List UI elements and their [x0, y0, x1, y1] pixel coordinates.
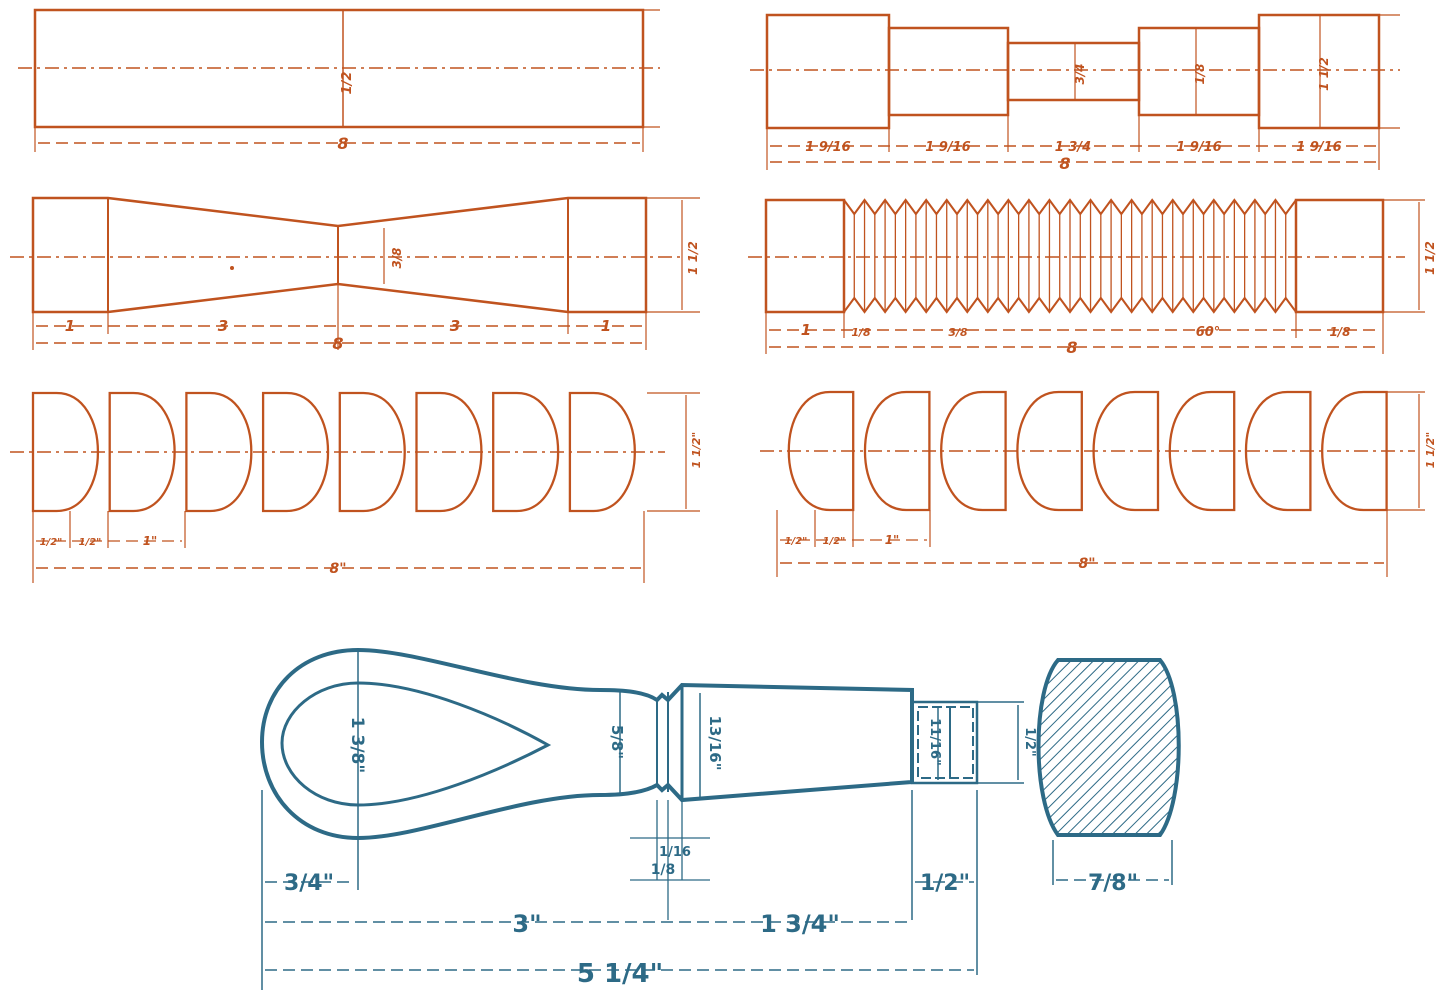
bead	[338, 391, 406, 513]
handle-end-label: 1/2"	[1022, 727, 1037, 757]
piece-stepped: 1 9/16 1 9/16 1 3/4 1 9/16 1 9/16 8 3/4 …	[750, 13, 1400, 173]
cross-section	[1036, 658, 1181, 837]
p2-seg4-label: 1 9/16	[1176, 140, 1221, 155]
p5-len-label: 8"	[329, 561, 346, 577]
p2-mid-dia-label: 1/8	[1193, 63, 1207, 84]
handle-w-loop-label: 3/4"	[284, 871, 334, 896]
handle-neck-label: 5/8"	[608, 725, 626, 759]
piece-beads-right: 1/2" 1/2" 1" 8" 1 1/2"	[760, 390, 1437, 577]
p3-c-label: 3	[450, 317, 460, 335]
p1-len-label: 8	[337, 134, 348, 153]
p2-end-dia-label: 1 1/2	[1317, 57, 1331, 91]
piece-plain-cylinder: 8 1/2	[18, 8, 660, 153]
p6-c-label: 1"	[885, 533, 900, 547]
p4-dia-label: 1 1/2	[1423, 241, 1437, 275]
bead	[568, 391, 636, 513]
groove-bottom-edge	[843, 296, 1297, 314]
piece-grooved: 1 1/8 3/8 60° 1/8 8 1 1/2	[748, 198, 1437, 357]
p5-dia-label: 1 1/2"	[690, 432, 703, 469]
handle-section-label: 7/8"	[1088, 871, 1138, 896]
p4-a-label: 1	[801, 321, 811, 339]
p5-a-label: 1/2"	[40, 537, 63, 548]
bead-row-a	[31, 391, 636, 513]
handle-w-body-label: 3"	[512, 910, 541, 938]
p3-len-label: 8	[332, 334, 343, 353]
p3-neck-label: 3/8	[390, 247, 404, 268]
handle-collar-label: 1/16	[659, 845, 691, 860]
p3-d-label: 1	[601, 317, 611, 335]
bead	[185, 391, 253, 513]
p5-b-label: 1/2"	[79, 537, 102, 548]
handle-body-label: 13/16"	[706, 715, 724, 770]
handle-w-tang-label: 1/2"	[920, 871, 970, 896]
p2-seg1-label: 1 9/16	[805, 140, 850, 155]
handle-collar2-label: 1/8	[651, 862, 676, 878]
p2-seg5-label: 1 9/16	[1296, 140, 1341, 155]
handle-loop-label: 1 3/8"	[347, 717, 367, 773]
handle-w-taper-label: 1 3/4"	[760, 910, 840, 938]
bead	[787, 390, 855, 512]
p2-neck-dia-label: 3/4	[1073, 63, 1087, 84]
p3-a-label: 1	[65, 317, 75, 335]
piece-file-handle: 1 3/8" 5/8" 13/16" 11/16" 1/2" 1/16 1/8 …	[259, 647, 1181, 990]
p3-b-label: 3	[218, 317, 228, 335]
bead	[261, 391, 330, 513]
bead	[1016, 390, 1083, 512]
p4-len-label: 8	[1066, 338, 1077, 357]
piece-beads-left: 1/2" 1/2" 1" 8" 1 1/2"	[10, 391, 703, 583]
p4-angle-label: 60°	[1196, 325, 1221, 340]
p4-b-label: 1/8	[851, 326, 871, 339]
bead	[1168, 390, 1236, 512]
bead	[940, 390, 1007, 512]
p4-d-label: 1/8	[1329, 325, 1350, 339]
bead	[1092, 390, 1160, 512]
handle-tang-label: 11/16"	[927, 718, 942, 766]
groove-top-edge	[843, 198, 1297, 216]
bead	[863, 390, 931, 512]
bead	[1244, 390, 1312, 512]
p4-c-label: 3/8	[948, 326, 968, 339]
bead	[492, 391, 560, 513]
p6-dia-label: 1 1/2"	[1424, 432, 1437, 469]
bead	[415, 391, 483, 513]
p3-dia-label: 1 1/2	[686, 241, 700, 275]
bead	[108, 391, 176, 513]
groove-pattern	[843, 198, 1297, 314]
p5-c-label: 1"	[143, 534, 158, 548]
bead-row-b	[787, 390, 1388, 512]
bead	[31, 391, 100, 513]
p2-seg2-label: 1 9/16	[925, 140, 970, 155]
p2-len-label: 8	[1059, 154, 1070, 173]
p6-a-label: 1/2"	[785, 536, 808, 547]
piece-double-taper: 1 3 3 1 8 3/8 1 1/2	[10, 196, 700, 353]
p2-seg3-label: 1 3/4	[1055, 140, 1091, 155]
handle-total-label: 5 1/4"	[577, 959, 663, 989]
p6-b-label: 1/2"	[823, 536, 846, 547]
p1-dia-label: 1/2	[340, 72, 355, 95]
p6-len-label: 8"	[1078, 556, 1095, 572]
bead	[1321, 390, 1388, 512]
